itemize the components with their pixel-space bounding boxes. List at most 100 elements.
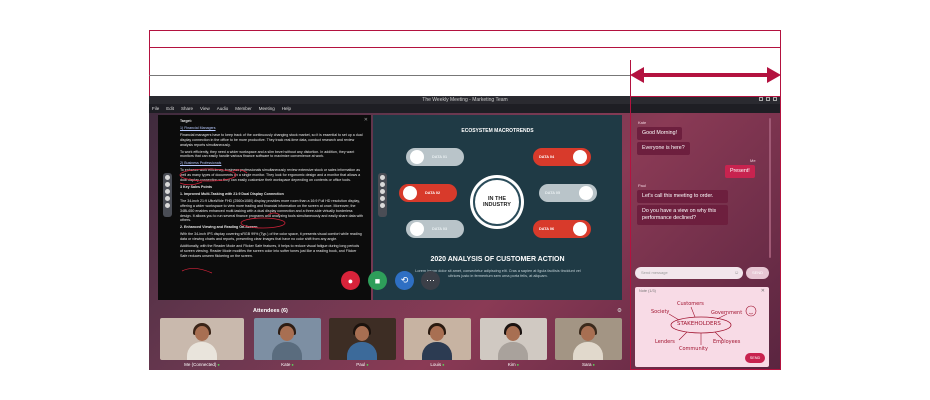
camera-button[interactable]: ■ <box>368 271 387 290</box>
microphone-button[interactable]: ● <box>341 271 360 290</box>
arrow-right-icon <box>767 67 781 83</box>
menu-member[interactable]: Member <box>235 106 252 111</box>
slide-heading: 2020 ANALYSIS OF CUSTOMER ACTION <box>430 256 565 263</box>
undo-icon[interactable] <box>165 203 170 208</box>
attendee-name: Louis● <box>404 362 471 367</box>
data-icon <box>573 150 587 164</box>
data-icon <box>403 186 417 200</box>
mic-on-icon: ● <box>291 362 294 367</box>
arrow-left-icon <box>630 67 644 83</box>
mic-on-icon: ● <box>442 362 445 367</box>
share-screen-button[interactable]: ⟲ <box>395 271 414 290</box>
pill-label: DATA 05 <box>545 191 561 195</box>
pen-icon[interactable] <box>380 175 385 180</box>
send-button[interactable]: SEND <box>746 267 769 279</box>
menu-meeting[interactable]: Meeting <box>258 106 275 111</box>
attendee-name: Me (Connected)● <box>160 362 244 367</box>
share-icon: ⟲ <box>400 275 409 285</box>
eraser-icon[interactable] <box>165 189 170 194</box>
ink-annotation-icon <box>240 212 286 229</box>
chat-message: Everyone is here? <box>637 142 690 155</box>
data-icon <box>410 222 424 236</box>
doc-line: With the 34-inch IPS display covering sR… <box>180 232 362 242</box>
avatar-body <box>347 342 377 360</box>
attendee-tile-paul[interactable] <box>329 318 396 360</box>
pill-label: DATA 06 <box>539 227 555 231</box>
attendee-name: Kim● <box>480 362 547 367</box>
chat-message: Good Morning! <box>637 127 683 140</box>
pen-icon[interactable] <box>165 175 170 180</box>
chat-highlight-frame <box>630 96 781 370</box>
more-options-button[interactable]: ⋯ <box>421 271 440 290</box>
doc-line: To enhance work efficiency, business pro… <box>180 168 361 183</box>
center-label: IN THE <box>487 195 507 202</box>
avatar-face <box>355 326 369 341</box>
note-word: STAKEHOLDERS <box>677 321 721 327</box>
emoji-icon[interactable]: ☺ <box>734 270 740 276</box>
doc-line: Target: <box>180 119 192 123</box>
close-icon[interactable] <box>773 97 777 101</box>
gear-icon[interactable]: ⚙ <box>617 308 622 314</box>
message-input[interactable]: Send message <box>635 267 743 279</box>
pill-label: DATA 02 <box>425 191 441 195</box>
avatar-body <box>187 342 217 360</box>
menu-audio[interactable]: Audio <box>216 106 229 111</box>
highlighter-icon[interactable] <box>380 182 385 187</box>
eraser-icon[interactable] <box>380 189 385 194</box>
attendee-tile-sara[interactable] <box>555 318 622 360</box>
attendees-label: Attendees (6) <box>253 308 288 314</box>
width-arrow-icon <box>640 73 770 77</box>
ink-annotation-icon <box>179 168 248 186</box>
note-word: Employees <box>713 339 741 345</box>
attendee-tile-kim[interactable] <box>480 318 547 360</box>
attendee-tile-me[interactable] <box>160 318 244 360</box>
menu-share[interactable]: Share <box>181 106 194 111</box>
avatar-face <box>280 326 294 341</box>
attendee-tile-louis[interactable] <box>404 318 471 360</box>
data-icon <box>579 186 593 200</box>
chat-sender: Me <box>750 158 756 163</box>
menu-view[interactable]: View <box>200 106 210 111</box>
avatar-face <box>195 326 209 341</box>
note-word: Community <box>679 346 708 352</box>
notes-panel[interactable]: Note (1/3) ✕ Customers Society Governmen… <box>635 287 769 367</box>
menu-edit[interactable]: Edit <box>166 106 175 111</box>
dimension-guide-line <box>149 47 781 48</box>
close-icon[interactable]: ✕ <box>363 117 368 123</box>
slide-annotation-toolbar <box>378 173 387 217</box>
pill-label: DATA 01 <box>432 155 448 159</box>
shape-icon[interactable] <box>165 196 170 201</box>
close-icon[interactable]: ✕ <box>760 288 765 294</box>
dimension-guide-line-gray <box>149 75 631 76</box>
attendee-name-text: Paul <box>356 362 366 367</box>
undo-icon[interactable] <box>380 203 385 208</box>
menu-help[interactable]: Help <box>281 106 292 111</box>
maximize-icon[interactable] <box>766 97 770 101</box>
doc-line: 1. Improved Multi-Tasking with 21:9 Dual… <box>180 191 284 196</box>
notes-send-button[interactable]: SEND <box>745 353 765 363</box>
attendee-name: Kate● <box>254 362 321 367</box>
avatar-face <box>430 326 444 341</box>
shared-document[interactable]: ✕ Target: 1) Financial Managers Financia… <box>158 115 371 300</box>
chat-message: Let's call this meeting to order. <box>637 190 728 203</box>
more-icon: ⋯ <box>426 275 435 285</box>
chat-scrollbar[interactable] <box>769 118 771 258</box>
window-title: The Weekly Meeting - Marketing Team <box>422 97 508 103</box>
data-icon <box>410 150 424 164</box>
avatar-body <box>272 342 302 360</box>
doc-line: Additionally, with the Reader Mode and F… <box>180 244 360 258</box>
note-word: Lenders <box>655 339 675 345</box>
highlighter-icon[interactable] <box>165 182 170 187</box>
pill-label: DATA 04 <box>539 155 555 159</box>
shared-slide[interactable]: ECOSYSTEM MACROTRENDS DATA 01 DATA 02 DA… <box>373 115 622 300</box>
menu-file[interactable]: File <box>152 106 160 111</box>
attendee-tile-kate[interactable] <box>254 318 321 360</box>
doc-line: 1) Financial Managers <box>180 125 216 130</box>
chat-sender: Paul <box>638 183 647 188</box>
pill-label: DATA 03 <box>432 227 448 231</box>
shape-icon[interactable] <box>380 196 385 201</box>
data-pill: DATA 02 <box>399 184 457 202</box>
slide-center-circle: IN THE INDUSTRY <box>473 178 521 226</box>
chat-sender: Kate <box>638 120 647 125</box>
minimize-icon[interactable] <box>759 97 763 101</box>
